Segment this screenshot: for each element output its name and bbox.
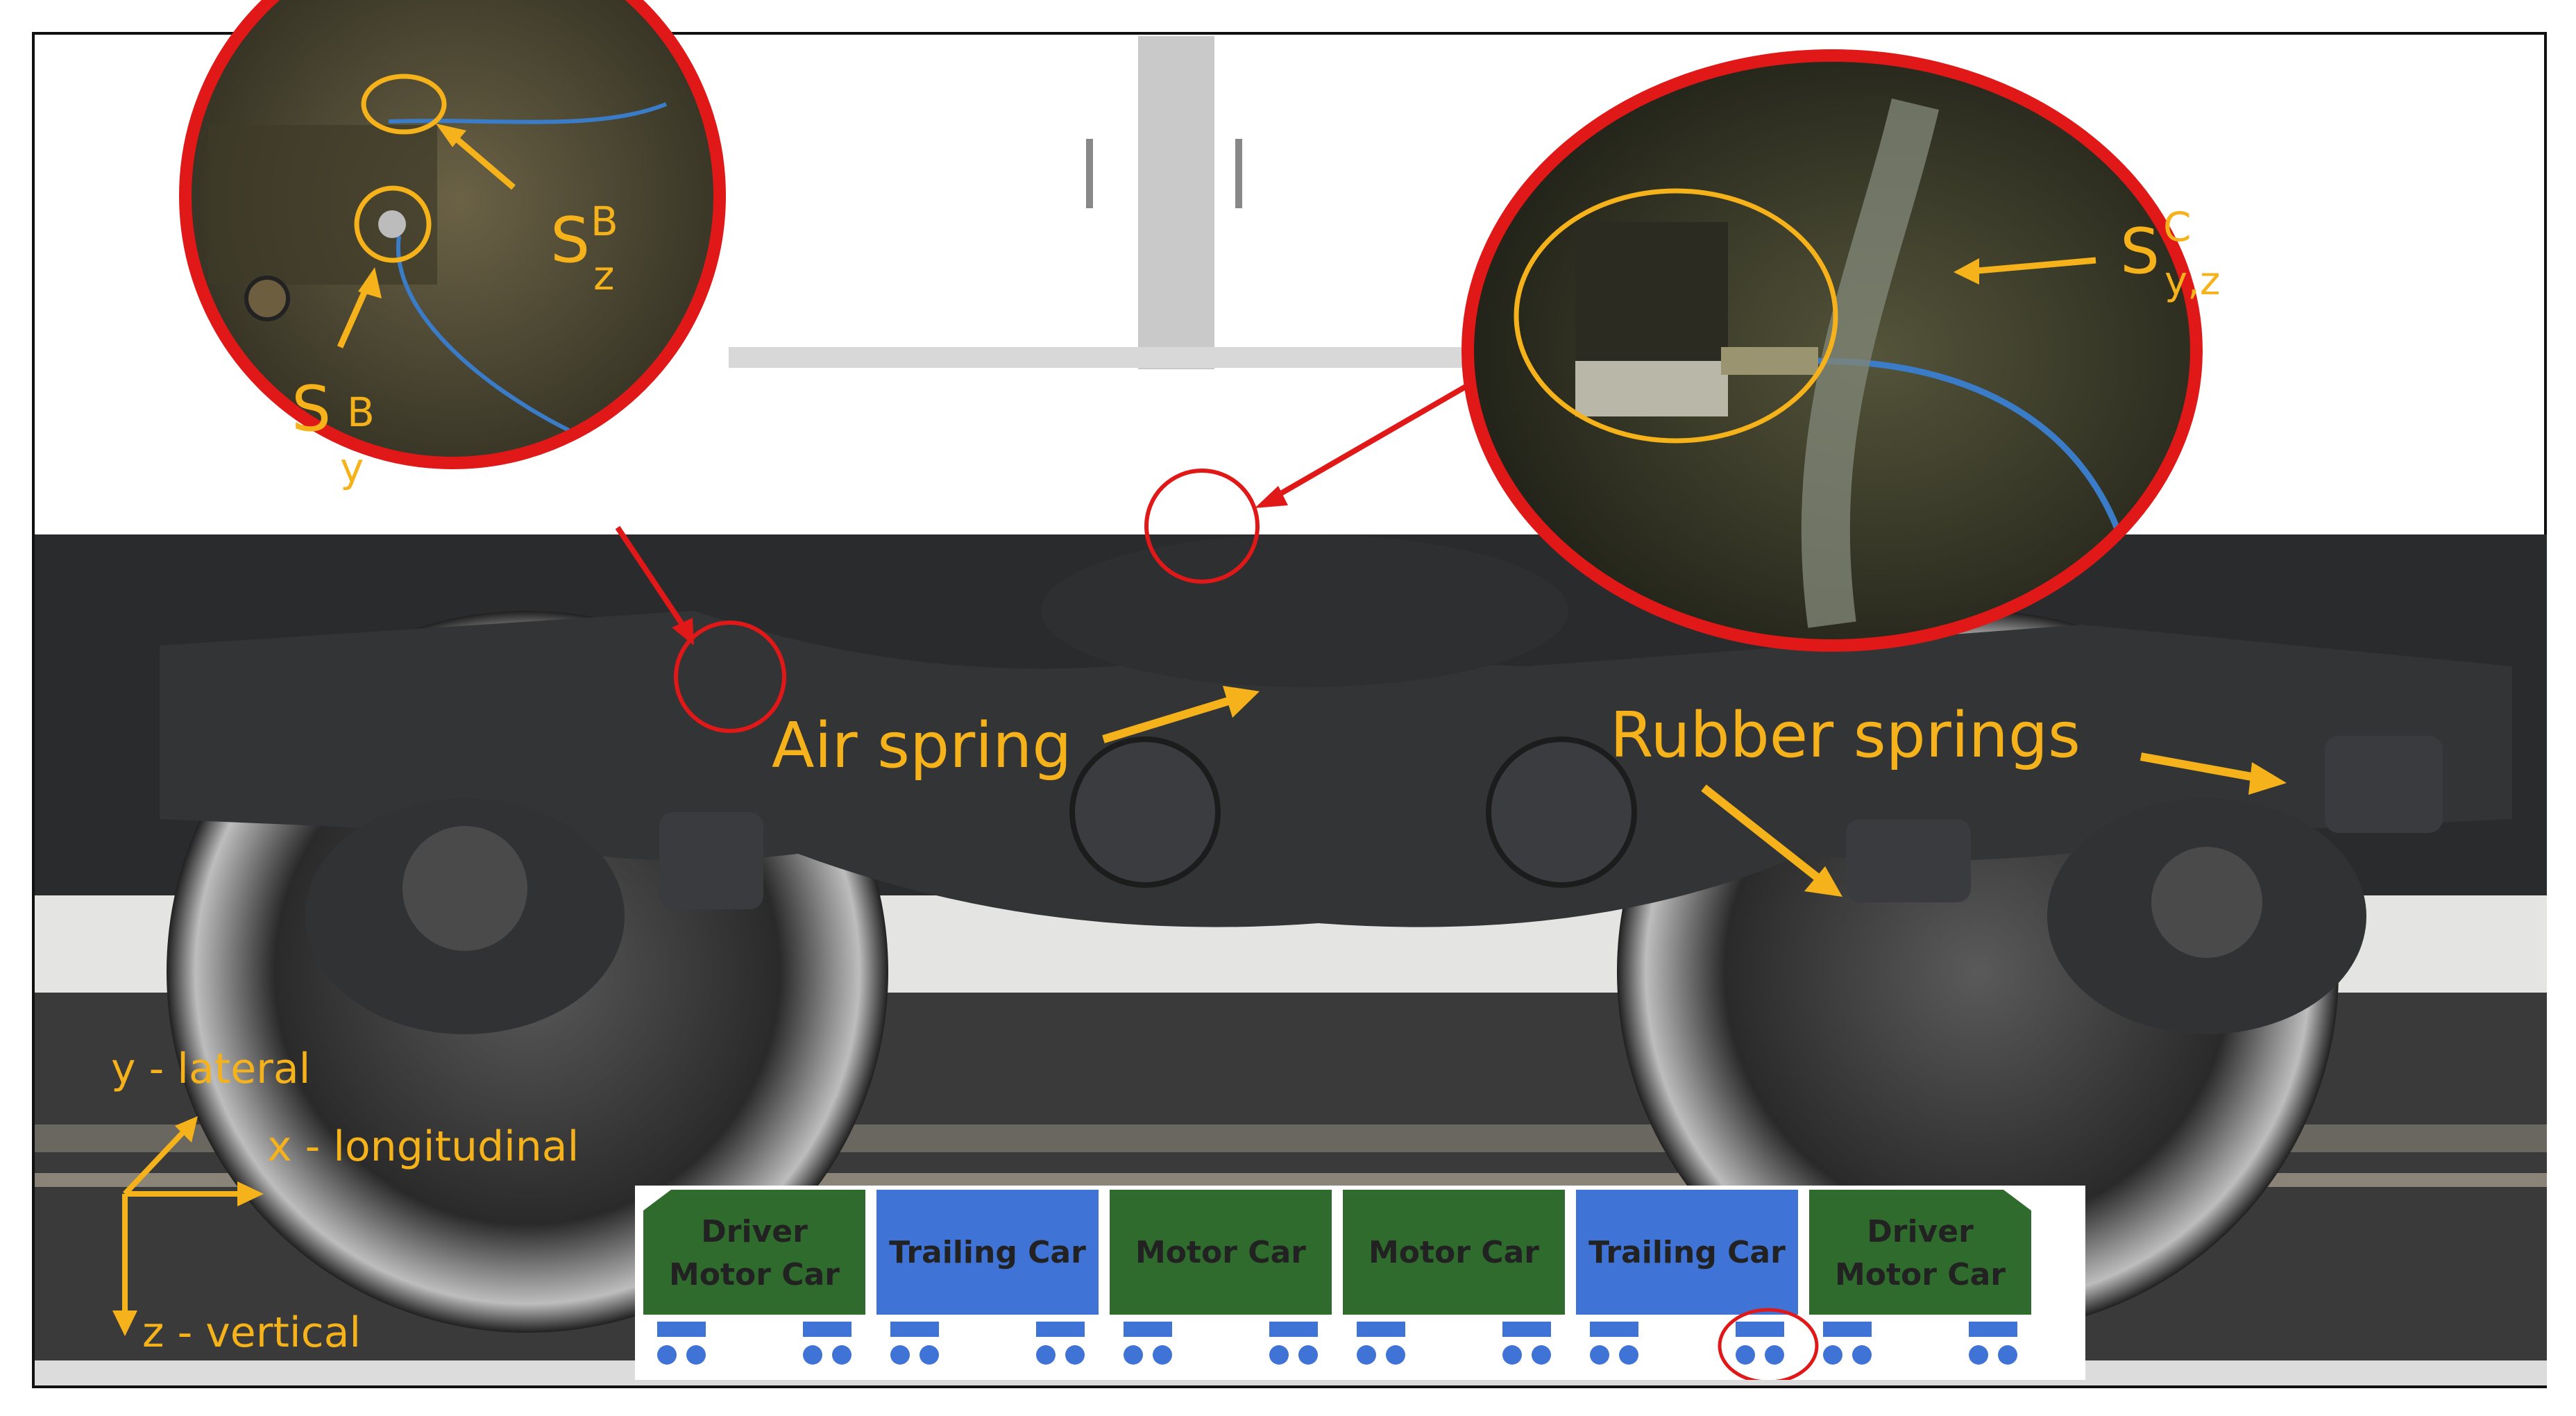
train-wheel	[1269, 1345, 1289, 1365]
train-car-body	[1343, 1190, 1565, 1315]
train-wheel	[1036, 1345, 1056, 1365]
sensor-sup: C	[2163, 203, 2192, 251]
sensor-sup: B	[591, 198, 618, 245]
train-car-label-line1: Trailing Car	[1588, 1235, 1786, 1270]
train-car-body	[1110, 1190, 1332, 1315]
train-wheel	[1532, 1345, 1551, 1365]
train-car-label: Trailing Car	[876, 1231, 1099, 1274]
sensor-sub: y,z	[2164, 259, 2221, 304]
sensor-sub: y	[340, 444, 364, 491]
train-wheel	[657, 1345, 677, 1365]
train-bogie	[657, 1322, 706, 1337]
rubber-springs-label: Rubber springs	[1610, 699, 2081, 772]
train-car-label-line1: Driver	[1867, 1214, 1974, 1249]
carbody-sensor-inset	[1468, 56, 2196, 646]
train-wheel	[890, 1345, 910, 1365]
train-car-label: Motor Car	[1343, 1231, 1565, 1274]
axis-label-x: x - longitudinal	[267, 1122, 579, 1171]
train-bogie	[1590, 1322, 1638, 1337]
axis-label-z: z - vertical	[142, 1308, 361, 1357]
train-car-label-line1: Trailing Car	[889, 1235, 1086, 1270]
train-wheel	[1357, 1345, 1376, 1365]
train-wheel	[1298, 1345, 1318, 1365]
train-car-label-line2: Motor Car	[669, 1257, 840, 1292]
train-bogie	[1269, 1322, 1318, 1337]
train-wheel	[1386, 1345, 1405, 1365]
train-car-body	[1809, 1190, 2031, 1315]
train-car-body	[876, 1190, 1099, 1315]
train-wheel	[1736, 1345, 1755, 1365]
train-car-body	[643, 1190, 865, 1315]
train-wheel	[1969, 1345, 1988, 1365]
train-wheel	[1998, 1345, 2017, 1365]
train-car-label-line1: Driver	[701, 1214, 808, 1249]
train-wheel	[803, 1345, 822, 1365]
train-bogie	[1124, 1322, 1172, 1337]
train-wheel	[1765, 1345, 1784, 1365]
sensor-sub: z	[593, 252, 615, 299]
train-wheel	[832, 1345, 851, 1365]
train-car-label-line1: Motor Car	[1135, 1235, 1306, 1270]
train-wheel	[1065, 1345, 1085, 1365]
train-bogie	[890, 1322, 939, 1337]
train-bogie	[803, 1322, 851, 1337]
train-car-label-line2: Motor Car	[1835, 1257, 2006, 1292]
train-bogie	[1036, 1322, 1085, 1337]
train-wheel	[1153, 1345, 1172, 1365]
sensor-base: S	[291, 373, 332, 446]
train-car-label: Motor Car	[1110, 1231, 1332, 1274]
train-wheel	[1852, 1345, 1872, 1365]
sensor-sup: B	[347, 389, 375, 436]
train-car-label: Trailing Car	[1576, 1231, 1798, 1274]
instrumented-bogie-highlight	[1718, 1308, 1819, 1380]
train-bogie	[1502, 1322, 1551, 1337]
air-spring-label: Air spring	[772, 709, 1072, 782]
bogie-sensor-inset	[185, 0, 720, 463]
train-wheel	[1619, 1345, 1638, 1365]
train-wheel	[920, 1345, 939, 1365]
train-wheel	[686, 1345, 706, 1365]
train-wheel	[1124, 1345, 1143, 1365]
train-bogie	[1357, 1322, 1405, 1337]
train-bogie	[1823, 1322, 1872, 1337]
train-diagram	[643, 1190, 2031, 1380]
train-wheel	[1823, 1345, 1842, 1365]
train-bogie	[1969, 1322, 2017, 1337]
train-car-body	[1576, 1190, 1798, 1315]
train-car-label-line1: Motor Car	[1368, 1235, 1539, 1270]
train-wheel	[1502, 1345, 1522, 1365]
train-bogie	[1736, 1322, 1784, 1337]
sensor-base: S	[2120, 215, 2160, 288]
train-wheel	[1590, 1345, 1609, 1365]
axis-label-y: y - lateral	[111, 1045, 311, 1093]
sensor-base: S	[550, 204, 591, 277]
